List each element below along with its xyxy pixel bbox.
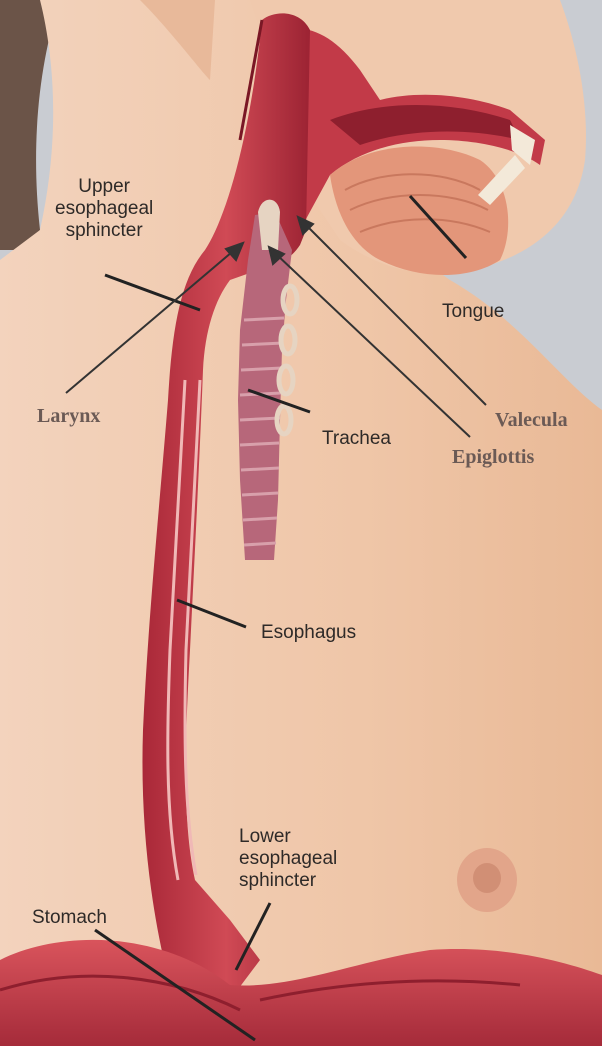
epiglottis xyxy=(258,200,280,250)
label-tongue: Tongue xyxy=(442,301,504,323)
label-valecula: Valecula xyxy=(495,409,568,432)
label-stomach: Stomach xyxy=(32,907,107,929)
label-larynx: Larynx xyxy=(37,405,100,428)
label-upper-esophageal-sphincter: Upper esophageal sphincter xyxy=(55,176,153,242)
label-epiglottis: Epiglottis xyxy=(452,446,534,469)
label-esophagus: Esophagus xyxy=(261,622,356,644)
label-lower-esophageal-sphincter: Lower esophageal sphincter xyxy=(239,826,337,892)
label-trachea: Trachea xyxy=(322,428,391,450)
